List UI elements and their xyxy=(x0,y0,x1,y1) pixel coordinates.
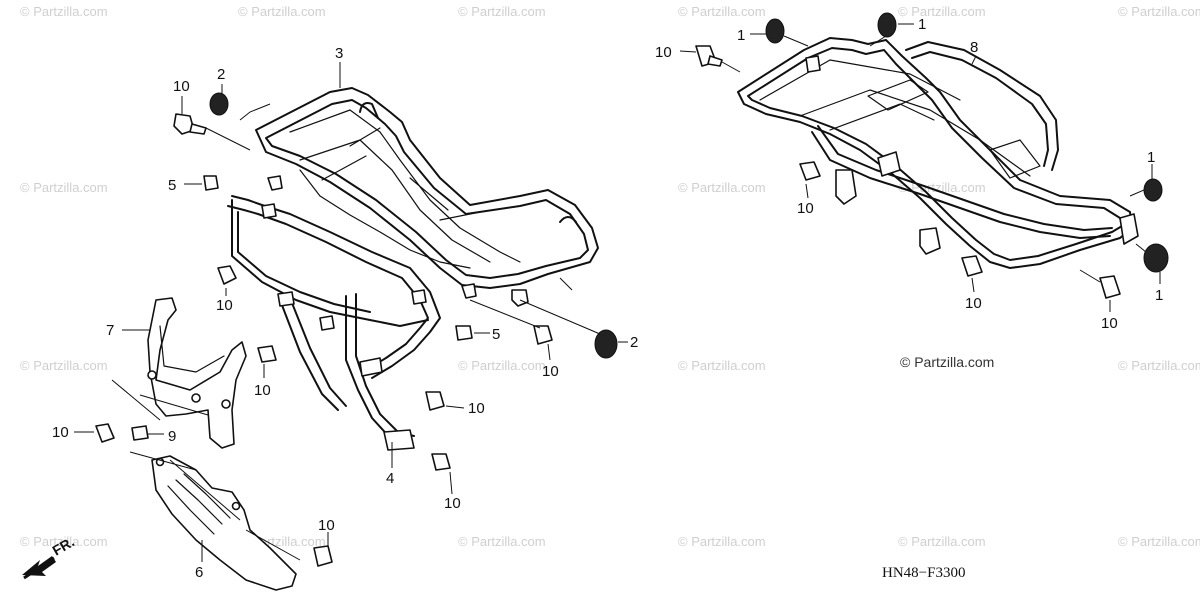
callout-label: 9 xyxy=(168,428,176,445)
callout-label: 10 xyxy=(173,78,190,95)
watermark-text: © Partzilla.com xyxy=(898,534,986,549)
fasteners-right xyxy=(695,12,1169,299)
watermark-text: © Partzilla.com xyxy=(678,534,766,549)
watermark-text: © Partzilla.com xyxy=(20,4,108,19)
nut-icon xyxy=(455,325,473,341)
callout-label: 10 xyxy=(1101,315,1118,332)
diagram-code: HN48−F3300 xyxy=(882,565,965,581)
washer-icon xyxy=(209,92,229,116)
watermark-text: © Partzilla.com xyxy=(20,180,108,195)
bolt-icon xyxy=(189,123,207,135)
watermark-text: © Partzilla.com xyxy=(238,4,326,19)
callout-label: 10 xyxy=(965,295,982,312)
watermark-text: © Partzilla.com xyxy=(458,358,546,373)
callout-label: 10 xyxy=(254,382,271,399)
callout-label: 10 xyxy=(444,495,461,512)
leader-lines-right xyxy=(679,23,1161,312)
watermark-text: © Partzilla.com xyxy=(458,4,546,19)
watermark-text: © Partzilla.com xyxy=(458,534,546,549)
bolt-icon xyxy=(425,391,445,411)
watermark-text: © Partzilla.com xyxy=(20,358,108,373)
callout-label: 1 xyxy=(918,16,926,33)
callout-label: 1 xyxy=(1155,287,1163,304)
callout-label: 10 xyxy=(216,297,233,314)
skid-plate-drawing xyxy=(151,455,297,591)
bolt-icon xyxy=(707,55,723,67)
bolt-icon xyxy=(533,325,553,345)
callout-label: 10 xyxy=(797,200,814,217)
front-guard-drawing xyxy=(227,195,441,451)
fasteners-left xyxy=(95,92,618,567)
rear-carrier-drawing xyxy=(255,87,599,307)
callout-label: 5 xyxy=(168,177,176,194)
bolt-icon xyxy=(313,545,333,567)
bolt-icon xyxy=(431,453,451,471)
bolt-icon xyxy=(173,113,195,135)
callout-label: 7 xyxy=(106,322,114,339)
callout-label: 2 xyxy=(217,66,225,83)
callout-label: 4 xyxy=(386,470,394,487)
bracket-drawing xyxy=(147,297,247,449)
bolt-icon xyxy=(1099,275,1121,299)
watermark-text: © Partzilla.com xyxy=(1118,358,1200,373)
callouts-right: 10 1 1 8 10 1 10 1 10 xyxy=(655,16,1163,332)
bolt-icon xyxy=(217,265,237,285)
watermark-text: © Partzilla.com xyxy=(898,4,986,19)
callouts-left: 10 2 3 5 10 7 5 2 10 10 10 9 10 4 10 10 … xyxy=(52,45,638,581)
callout-label: 3 xyxy=(335,45,343,62)
nut-icon xyxy=(203,175,219,191)
watermark-text: © Partzilla.com xyxy=(678,358,766,373)
callout-label: 1 xyxy=(737,27,745,44)
washer-icon xyxy=(877,12,897,38)
callout-label: 10 xyxy=(52,424,69,441)
reflector-icon xyxy=(1143,243,1169,273)
bolt-icon xyxy=(131,425,149,441)
watermark-text: © Partzilla.com xyxy=(20,534,108,549)
callout-label: 10 xyxy=(542,363,559,380)
callout-label: 10 xyxy=(468,400,485,417)
watermark-text: © Partzilla.com xyxy=(678,180,766,195)
callout-label: 2 xyxy=(630,334,638,351)
watermark-text: © Partzilla.com xyxy=(1118,534,1200,549)
callout-label: 10 xyxy=(655,44,672,61)
right-carrier-drawing xyxy=(737,37,1139,269)
washer-icon xyxy=(765,18,785,44)
bolt-icon xyxy=(799,161,821,181)
bolt-icon xyxy=(95,423,115,443)
bolt-icon xyxy=(961,255,983,277)
callout-label: 8 xyxy=(970,39,978,56)
reflector-icon xyxy=(594,329,618,359)
watermark-text: © Partzilla.com xyxy=(678,4,766,19)
callout-label: 10 xyxy=(318,517,335,534)
callout-label: 6 xyxy=(195,564,203,581)
leader-lines-left xyxy=(74,62,628,562)
washer-icon xyxy=(1143,178,1163,202)
watermark-text: © Partzilla.com xyxy=(1118,4,1200,19)
watermark-feature-text: © Partzilla.com xyxy=(900,354,994,370)
bolt-icon xyxy=(257,345,277,363)
callout-label: 5 xyxy=(492,326,500,343)
callout-label: 1 xyxy=(1147,149,1155,166)
